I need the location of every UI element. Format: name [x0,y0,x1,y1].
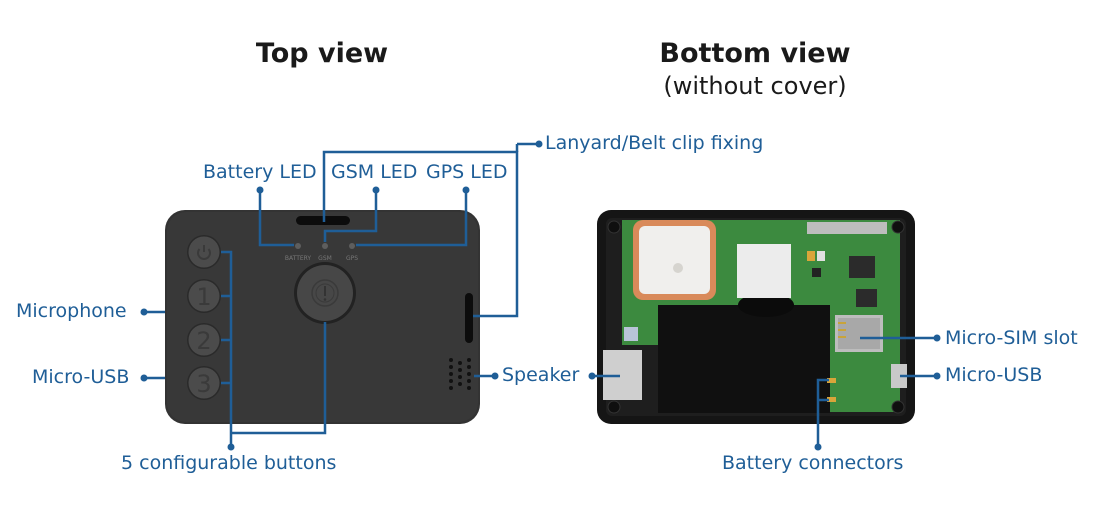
button-1[interactable]: 1 [187,279,221,313]
label-gsm-led: GSM LED [331,161,418,183]
label-battery-connectors: Battery connectors [722,452,904,474]
bottom-view-device [597,210,915,424]
belt-clip-slot [465,293,473,343]
chip [849,256,875,278]
micro-usb-port [891,364,907,388]
gps-print: GPS [346,255,358,262]
battery-connector [827,378,836,383]
label-configurable-buttons: 5 configurable buttons [121,452,337,474]
gps-led [349,243,355,249]
callout-lines [146,142,935,447]
battery-print: BATTERY [285,255,312,262]
gps-antenna [633,220,716,300]
svg-text:1: 1 [196,283,211,311]
svg-text:3: 3 [196,370,211,398]
label-lanyard-clip: Lanyard/Belt clip fixing [545,132,764,154]
label-micro-sim-slot: Micro-SIM slot [945,327,1078,349]
power-icon [197,248,211,260]
label-gps-led: GPS LED [426,161,508,183]
label-speaker: Speaker [502,364,580,386]
label-microphone: Microphone [16,300,127,322]
rf-shield [737,244,791,298]
bottom-view-subtitle: (without cover) [663,72,847,100]
callout-dots [140,140,941,451]
battery-compartment [658,305,830,413]
gsm-print: GSM [318,255,332,262]
button-3[interactable]: 3 [187,366,221,400]
gsm-led [322,243,328,249]
chip [856,289,877,307]
svg-text:2: 2 [196,327,211,355]
button-2[interactable]: 2 [187,323,221,357]
bottom-view-title: Bottom view [659,38,851,69]
label-micro-usb-top: Micro-USB [32,366,130,388]
battery-connector [827,397,836,402]
battery-led [295,243,301,249]
sos-button[interactable] [294,262,356,324]
label-micro-usb-bottom: Micro-USB [945,364,1043,386]
speaker-grille [449,358,471,390]
label-battery-led: Battery LED [203,161,317,183]
micro-sim-slot [835,315,883,352]
power-button[interactable] [187,235,221,269]
top-view-device: BATTERY GSM GPS 1 2 [165,210,480,424]
top-view-title: Top view [255,38,389,69]
